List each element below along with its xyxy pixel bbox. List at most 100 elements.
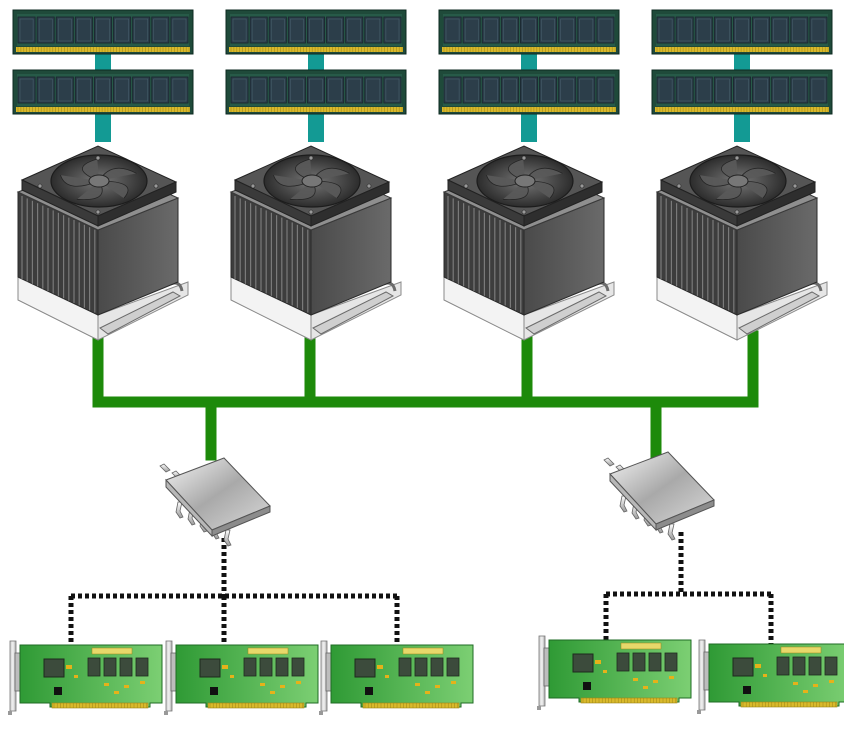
ram-chip [287,16,306,44]
card-main-chip [43,658,65,678]
ram-chip [132,76,151,104]
screw [521,155,527,161]
ram-module [12,69,194,115]
ram-chip [790,16,809,44]
screw [95,209,101,215]
ram-gold-contacts [655,47,829,52]
ram-chip [132,16,151,44]
fan-hub [88,174,110,188]
card-memory-chip [808,656,822,676]
card-memory-chip [664,652,678,672]
card-component [210,687,218,695]
ram-chip [481,16,500,44]
ram-chip [287,76,306,104]
card-component [435,685,440,688]
ram-chip [694,76,713,104]
card-component [793,682,798,685]
card-component [583,682,591,690]
memory-link [521,54,537,72]
ram-chip [771,16,790,44]
ram-chip [55,76,74,104]
card-component [763,674,767,677]
card-main-chip [572,653,594,673]
card-memory-chip [103,657,117,677]
ram-chip [307,76,325,104]
ram-chip [383,76,402,104]
card-memory-chip [446,657,460,677]
memory-links [95,54,750,142]
card-component [365,687,373,695]
card-component [296,681,301,684]
card-memory-chip [824,656,838,676]
expansion-card [537,635,692,710]
chip-pin [667,523,676,541]
ram-chip [345,16,364,44]
ram-chip [364,76,383,104]
screw [308,155,314,161]
memory-modules [12,9,833,115]
ram-module [651,9,833,55]
ram-chip [771,76,790,104]
cpu-heatsink-assembly [655,145,828,341]
socket-lever [738,291,821,335]
chip-pin [223,529,232,547]
fan-hub [727,174,749,188]
card-connector [703,651,710,691]
ram-chip [55,16,74,44]
ram-chip [539,16,558,44]
ram-chip [577,76,596,104]
screw [37,183,43,189]
screw [676,183,682,189]
ram-chip [520,76,538,104]
memory-link [734,54,750,72]
card-connector [543,647,550,687]
interconnect-bus [92,330,759,461]
card-connector [325,652,332,692]
card-component [653,680,658,683]
ram-chip [675,76,694,104]
memory-link [521,114,537,142]
ram-gold-contacts [229,47,403,52]
card-component [385,675,389,678]
card-component [124,685,129,688]
card-memory-chip [776,656,790,676]
cpu-heatsink-assembly [229,145,402,341]
ram-chip [443,16,462,44]
ram-chip [74,76,93,104]
ram-chip [694,16,713,44]
card-label-chip [780,646,822,654]
card-component [755,664,761,668]
card-component [743,686,751,694]
ram-chip [249,76,268,104]
screw [250,183,256,189]
ram-chip [809,16,828,44]
card-component [104,683,109,686]
card-component [425,691,430,694]
socket-lever [525,291,608,335]
screw [734,209,740,215]
screw [579,183,585,189]
ram-chip [733,16,751,44]
card-memory-chip [632,652,646,672]
card-label-chip [91,647,133,655]
ram-chip [539,76,558,104]
chip-pin [159,463,171,473]
ram-chip [17,16,36,44]
socket-lever [99,291,182,335]
card-gold-edge [740,701,838,708]
ram-chip [443,76,462,104]
card-memory-chip [135,657,149,677]
io-link-hub-2 [603,532,774,644]
socket-lever [312,291,395,335]
memory-link [95,114,111,142]
ram-module [438,69,620,115]
ram-chip [520,16,538,44]
card-memory-chip [291,657,305,677]
card-component [643,686,648,689]
memory-link [308,54,324,72]
card-gold-edge [362,702,460,709]
ram-chip [577,16,596,44]
screw [734,155,740,161]
